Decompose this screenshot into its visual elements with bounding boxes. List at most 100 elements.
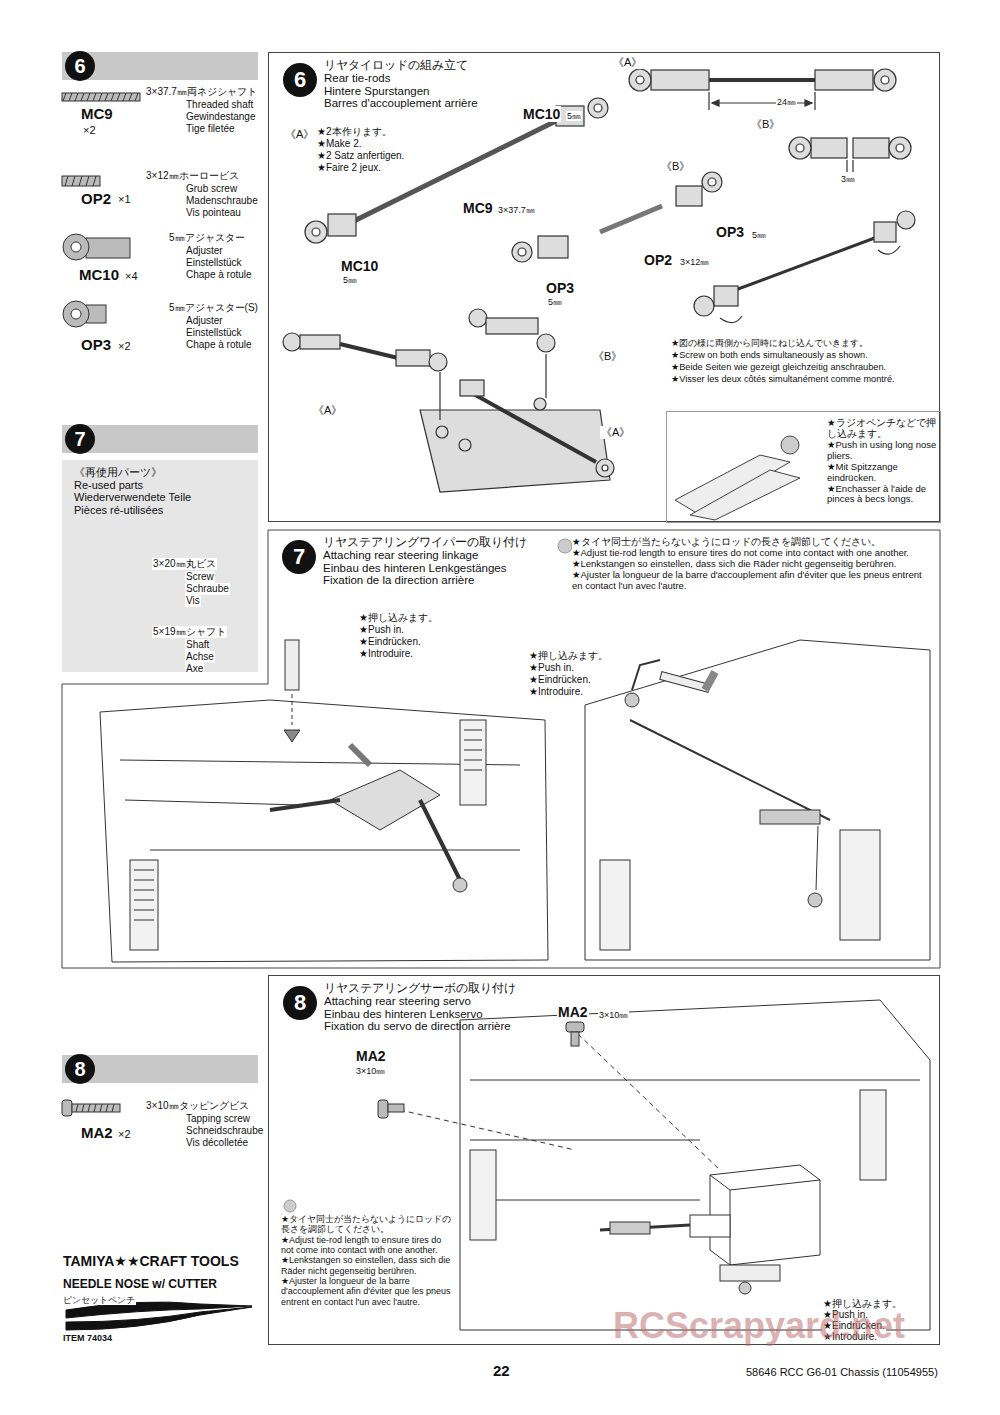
label-text: Screw <box>185 571 215 583</box>
label-text: 3×20㎜丸ビス <box>152 558 217 570</box>
tie-rod-drawing <box>789 137 811 159</box>
part-code: MC10 <box>340 258 379 274</box>
part-code: OP3 <box>80 336 112 353</box>
part-code: 22 <box>492 1362 511 1379</box>
tie-rod-drawing <box>602 465 608 471</box>
label-text: Madenschraube <box>185 195 259 207</box>
tie-rod-drawing <box>436 426 448 438</box>
tie-rod-drawing <box>702 172 722 192</box>
tie-rod-drawing <box>486 318 538 334</box>
step-header: 7 <box>62 425 258 453</box>
step-number: 7 <box>282 540 316 574</box>
label-text: Einstellstück <box>185 327 243 339</box>
part-code: MC10 <box>78 266 120 283</box>
node-text: Wiederverwendete Teile <box>74 491 246 504</box>
tie-rod-drawing <box>470 392 596 462</box>
chassis-drawing <box>816 826 818 890</box>
step-title: リヤタイロッドの組み立てRear tie-rodsHintere Spursta… <box>324 59 478 110</box>
note-text: ★タイヤ同士が当たらないようにロッドの長さを調節してください。 <box>281 1214 456 1235</box>
step-number-text: 7 <box>293 544 305 570</box>
node-text: Barres d'accouplement arrière <box>324 97 478 110</box>
tie-rod-drawing <box>730 236 880 292</box>
part-icon <box>63 234 89 260</box>
step-panel: リヤステアリングワイパーの取り付けAttaching rear steering… <box>268 530 940 968</box>
step-number: 8 <box>283 986 317 1020</box>
step-title: リヤステアリングワイパーの取り付けAttaching rear steering… <box>323 536 527 587</box>
servo-drawing <box>470 1080 920 1200</box>
label-text: ★Faire 2 jeux. <box>316 162 382 174</box>
label-text: 3×10㎜ <box>598 1010 629 1020</box>
label-text: 3×10㎜ <box>355 1066 386 1076</box>
tie-rod-drawing <box>300 335 340 349</box>
tie-rod-drawing <box>811 138 847 158</box>
label-text: ×2 <box>117 1128 132 1141</box>
tie-rod-drawing <box>796 144 804 152</box>
node-text: Pièces ré-utilisées <box>74 504 246 517</box>
tie-rod-drawing <box>896 144 904 152</box>
node-text: Re-used parts <box>74 479 246 492</box>
tie-rod-drawing <box>459 439 471 451</box>
part-icon <box>62 93 140 101</box>
chassis-drawing <box>660 672 710 693</box>
chassis-drawing <box>464 730 482 770</box>
tie-rod-drawing <box>538 236 568 258</box>
servo-drawing <box>610 1222 650 1234</box>
tie-rod-drawing <box>874 69 896 91</box>
chassis-drawing <box>760 810 820 824</box>
part-code: OP3 <box>715 224 745 240</box>
node-text: 《再使用パーツ》 <box>74 466 246 479</box>
part-icon <box>63 93 138 101</box>
tie-rod-drawing <box>596 459 614 477</box>
chassis-drawing <box>350 745 370 765</box>
label-text: ★押し込みます。 <box>528 650 609 662</box>
chassis-drawing <box>600 860 630 950</box>
node-text: Fixation de la direction arrière <box>323 574 527 587</box>
servo-drawing <box>690 1215 730 1237</box>
servo-drawing <box>284 1200 296 1212</box>
label-text: ★図の様に両側から同時にねじ込んでいきます。 <box>670 338 869 349</box>
step-number: 6 <box>283 63 317 97</box>
note-text: ★Lenkstangen so einstellen, dass sich di… <box>572 559 934 570</box>
note-text: ★タイヤ同士が当たらないようにロッドの長さを調節してください。 <box>572 537 934 548</box>
note-text: ★Ajuster la longueur de la barre d'accou… <box>572 570 934 592</box>
label-text: 5×19㎜シャフト <box>152 626 227 638</box>
pliers-inset-drawing <box>690 470 800 520</box>
part-icon <box>62 1100 72 1116</box>
tie-rod-drawing <box>709 92 815 110</box>
tie-rod-drawing <box>651 70 709 90</box>
part-code: NEEDLE NOSE w/ CUTTER <box>62 1278 218 1292</box>
note-block: ★タイヤ同士が当たらないようにロッドの長さを調節してください。★Adjust t… <box>281 1214 456 1307</box>
part-code: ITEM 74034 <box>62 1333 113 1343</box>
tie-rod-drawing <box>420 410 610 492</box>
servo-drawing <box>860 1090 886 1180</box>
tie-rod-drawing <box>676 186 702 206</box>
tie-rod-drawing <box>429 353 447 371</box>
label-text: 《B》 <box>750 118 781 131</box>
chassis-drawing <box>632 660 660 690</box>
tie-rod-drawing <box>518 248 526 256</box>
tie-rod-drawing <box>629 69 651 91</box>
label-text: 5㎜ <box>566 111 582 121</box>
label-text: Axe <box>185 663 204 675</box>
chassis-drawing <box>453 878 467 892</box>
part-icon <box>76 1104 114 1112</box>
label-text: 3×37.7㎜ <box>497 205 536 215</box>
label-text: Vis décolletée <box>185 1137 249 1149</box>
node-text: Hintere Spurstangen <box>324 85 478 98</box>
node-text: Fixation du servo de direction arrière <box>324 1020 516 1033</box>
part-icon <box>86 238 130 258</box>
chassis-drawing <box>130 860 158 950</box>
label-text: 3×10㎜タッピングビス <box>145 1100 250 1112</box>
part-icon <box>71 242 81 252</box>
label-text: 24㎜ <box>776 97 797 107</box>
label-text: 3×37.7㎜両ネジシャフト <box>145 86 258 98</box>
label-text: ×2 <box>82 124 97 137</box>
chassis-drawing <box>840 830 880 940</box>
servo-drawing <box>578 1034 720 1170</box>
tie-rod-drawing <box>594 104 602 112</box>
servo-drawing <box>378 1100 388 1118</box>
tie-rod-drawing <box>460 380 484 396</box>
node-text: ★ラジオペンチなどで押し込みます。 <box>827 418 937 440</box>
tie-rod-drawing <box>588 98 608 118</box>
tie-rod-drawing <box>720 246 900 323</box>
